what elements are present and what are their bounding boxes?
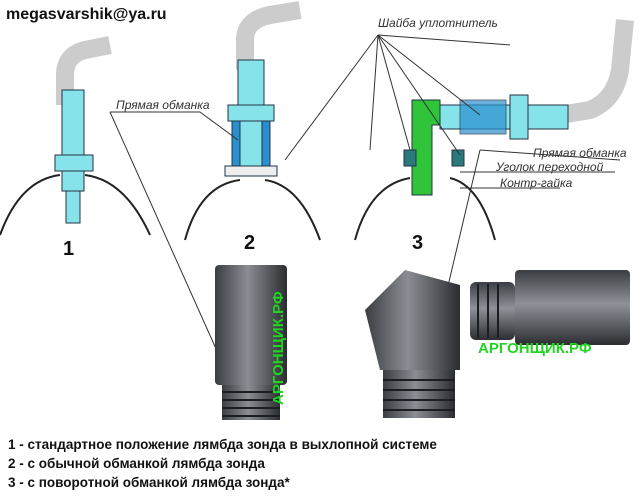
watermark-horizontal: АРГОНЩИК.РФ [478, 340, 592, 357]
elbow-adapter-photo [365, 270, 460, 418]
author-email: megasvarshik@ya.ru [6, 6, 167, 23]
exhaust-pipe-1 [0, 174, 496, 241]
label-washer: Шайба уплотнитель [378, 16, 498, 30]
figure-number-1: 1 [63, 238, 75, 260]
label-lock-nut: Контр-гайка [500, 176, 573, 190]
legend-item-1: 1 - стандартное положение лямбда зонда в… [8, 437, 437, 452]
sensor-1 [54, 36, 112, 224]
label-elbow-adapter: Уголок переходной [496, 160, 604, 174]
label-straight-decoy-2: Прямая обманка [533, 146, 627, 160]
legend-item-2: 2 - с обычной обманкой лямбда зонда [8, 456, 265, 471]
sensor-2 [224, 1, 302, 177]
straight-decoy-photo [215, 265, 287, 420]
sensor-3 [403, 19, 634, 196]
figure-number-2: 2 [244, 232, 256, 254]
figure-number-3: 3 [412, 232, 424, 254]
watermark-vertical: АРГОНЩИК.РФ [270, 291, 287, 405]
legend-item-3: 3 - с поворотной обманкой лямбда зонда* [8, 475, 290, 490]
label-straight-decoy-1: Прямая обманка [116, 98, 210, 112]
horizontal-decoy-photo [470, 270, 630, 345]
leader-lines [109, 34, 621, 381]
